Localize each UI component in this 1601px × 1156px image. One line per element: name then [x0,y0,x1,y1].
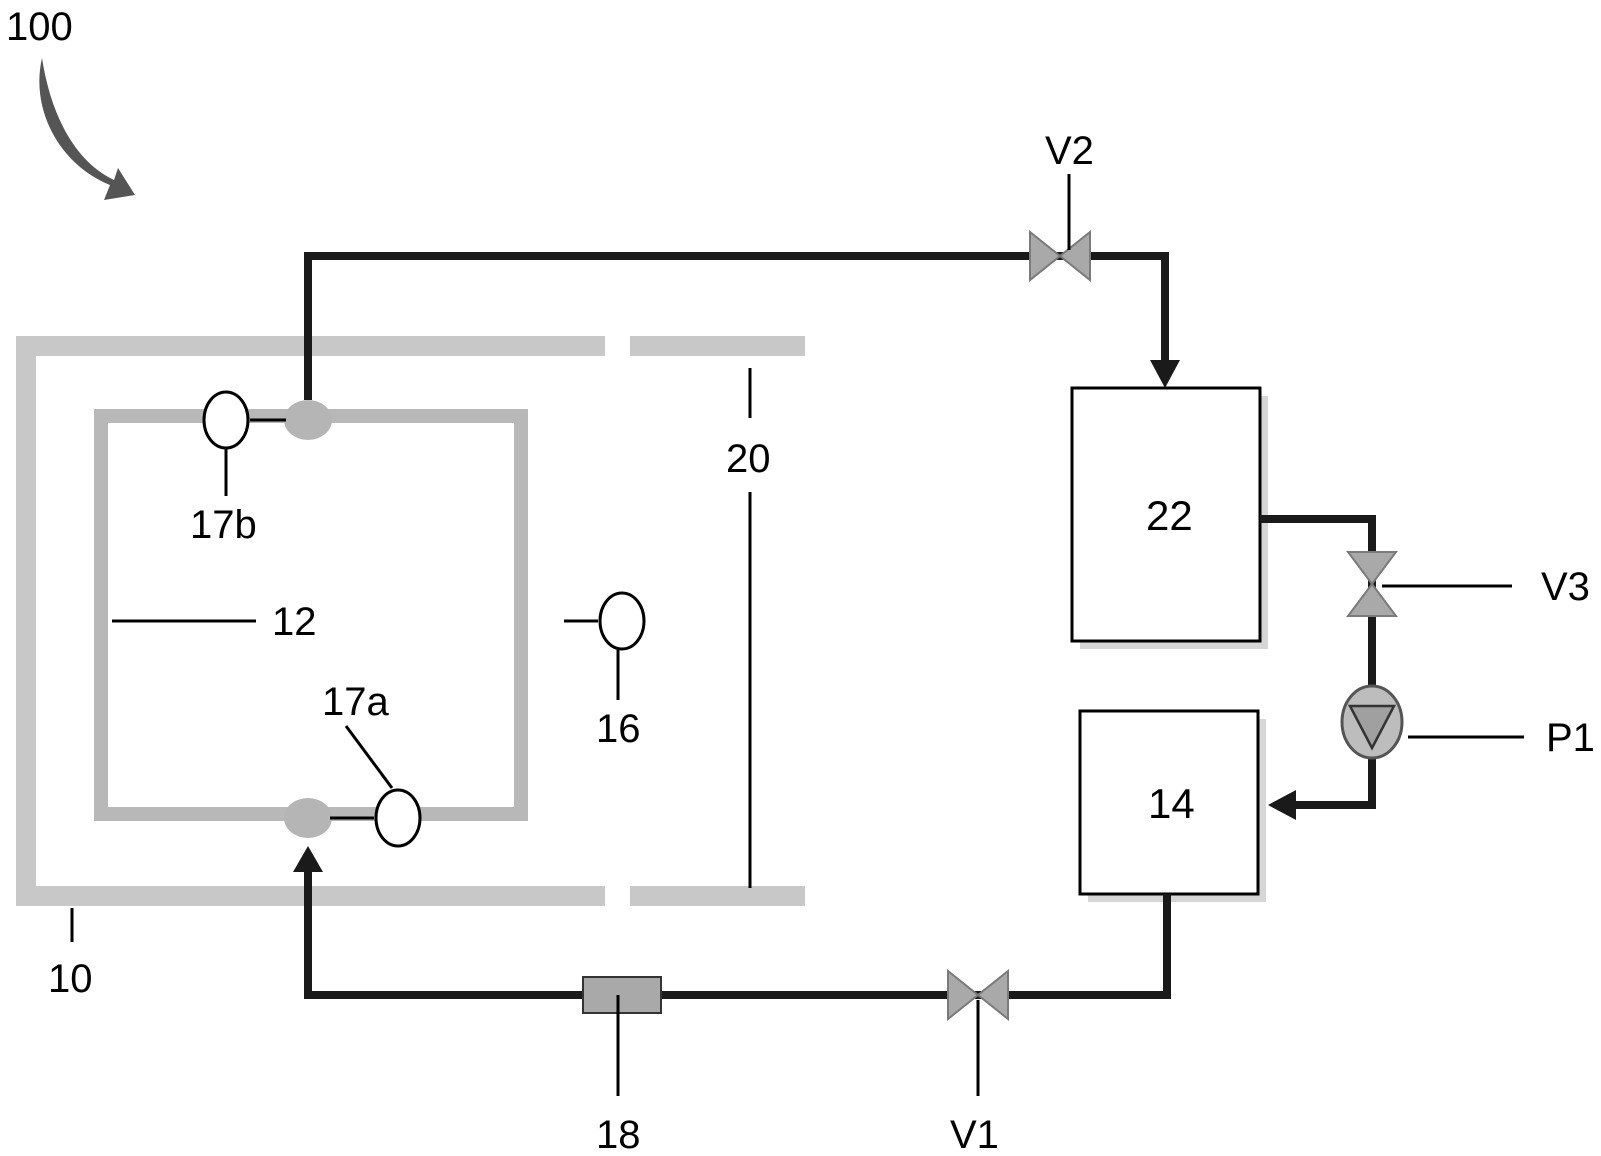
pipe-bottom [304,860,1171,999]
filter-18-icon [582,976,662,1014]
partition-20-label: 20 [726,437,771,481]
pipe-right [1260,515,1376,809]
tank-14-label: 14 [1148,780,1195,827]
sensor-16-icon [598,591,646,651]
sensor-17a-leader [344,725,394,789]
sensor-17a-label: 17a [322,680,389,724]
arrow-into-chamber-icon [293,846,323,872]
valve-v1-label: V1 [950,1113,999,1156]
tank-22-label: 22 [1146,492,1193,539]
pipe-top [304,252,1169,400]
pump-p1-icon [1340,684,1404,760]
valve-v2-icon [1029,229,1091,283]
chamber-label: 12 [272,600,317,644]
valve-v3-label: V3 [1541,565,1590,609]
tank-22 [1070,386,1268,649]
valve-v3-icon [1346,551,1398,617]
system-label: 100 [6,5,73,49]
sensor-17b-icon [202,390,250,450]
outlet-port [284,400,332,440]
filter-18-label: 18 [596,1113,641,1156]
enclosure-label: 10 [48,957,93,1001]
pump-p1-label: P1 [1546,716,1595,760]
arrow-into-tank-22-icon [1150,360,1180,388]
arrow-into-tank-14-icon [1268,790,1296,820]
sensor-17b-label: 17b [190,503,257,547]
curved-arrow-icon [39,58,135,200]
inlet-port [284,798,332,838]
enclosure-wall [16,336,605,906]
valve-v1-icon [947,968,1009,1022]
tank-14 [1078,709,1266,902]
sensor-16-label: 16 [596,707,641,751]
valve-v2-label: V2 [1045,129,1094,173]
sensor-17a-icon [374,788,422,848]
